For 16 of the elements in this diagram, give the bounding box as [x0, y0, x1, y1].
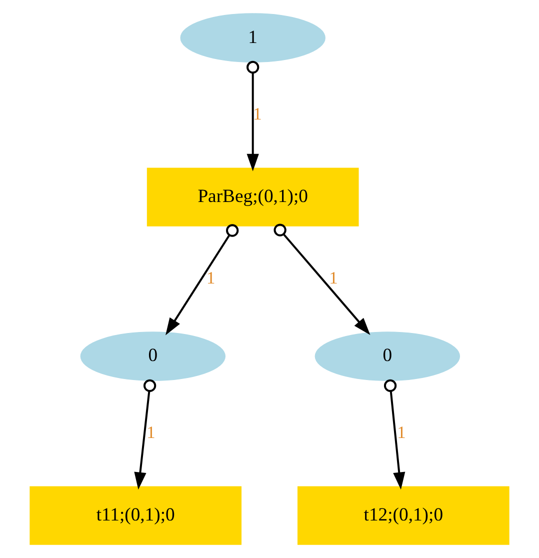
node-box: ParBeg;(0,1);0	[146, 168, 359, 226]
arrow	[384, 379, 406, 490]
node-ellipse: 0	[80, 332, 226, 381]
arrow	[166, 224, 239, 336]
edge-label: 1	[253, 104, 262, 124]
edge-label: 1	[146, 423, 156, 442]
arrow	[246, 60, 260, 172]
arrow	[134, 379, 156, 490]
edge-label: 1	[397, 423, 406, 442]
node-box: t12;(0,1);0	[297, 486, 510, 545]
edge-label: 1	[329, 268, 338, 288]
edge-label: 1	[206, 268, 216, 288]
node-ellipse: 0	[314, 332, 460, 381]
node-box: t11;(0,1);0	[30, 486, 242, 545]
node-ellipse: 1	[180, 13, 326, 62]
arrow	[274, 224, 370, 335]
